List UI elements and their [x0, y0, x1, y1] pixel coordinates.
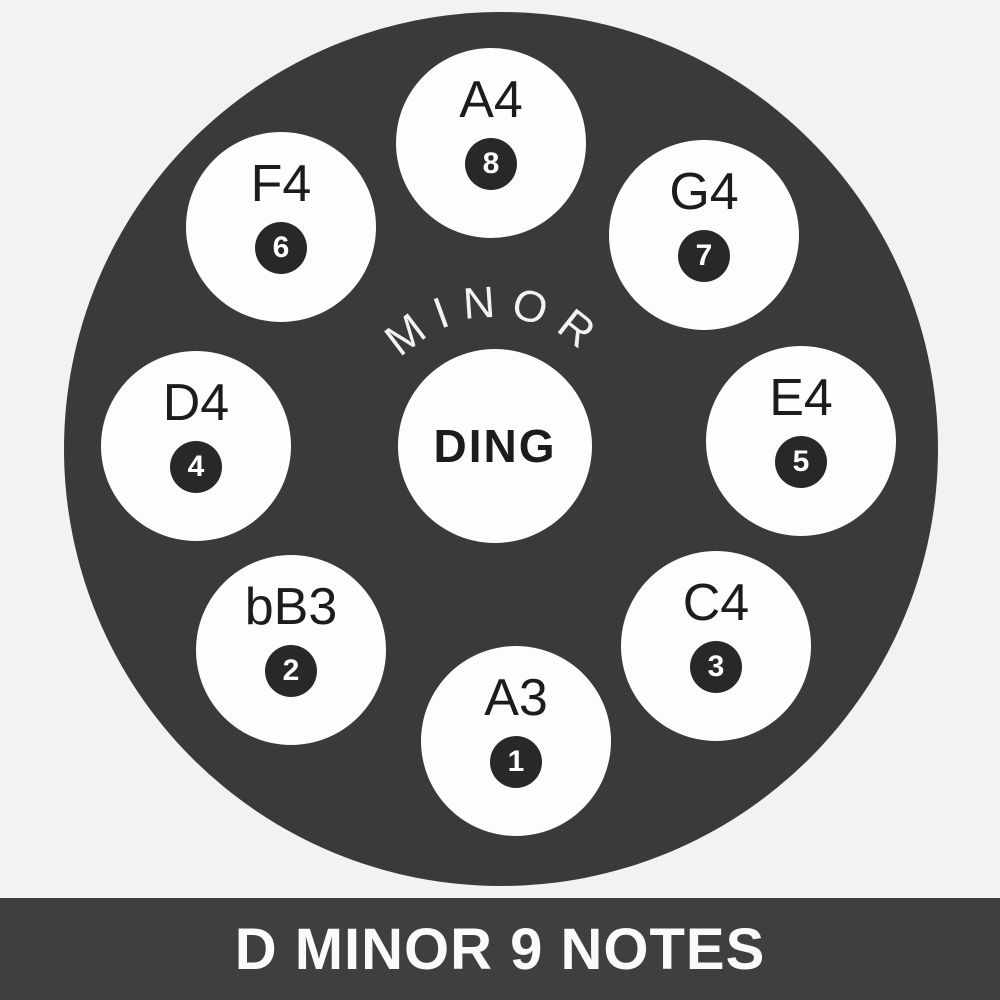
title-label: D MINOR 9 NOTES [234, 916, 766, 982]
note-circle: A4 8 [396, 48, 586, 238]
note-name-label: bB3 [244, 578, 338, 636]
note-circle: G4 7 [609, 140, 799, 330]
note-circle: A3 1 [421, 646, 611, 836]
note-number-badge: 5 [775, 436, 827, 488]
center-ding-circle: DING [398, 349, 592, 543]
note-name-label: D4 [162, 374, 230, 432]
note-number-badge: 2 [265, 645, 317, 697]
ding-label: DING [433, 420, 557, 472]
note-name-label: C4 [682, 574, 750, 632]
note-circle: D4 4 [101, 351, 291, 541]
note-circle: C4 3 [621, 551, 811, 741]
note-name-label: G4 [669, 163, 739, 221]
note-circle: bB3 2 [196, 555, 386, 745]
note-number-badge: 1 [490, 736, 542, 788]
note-number-badge: 4 [170, 441, 222, 493]
note-circle: F4 6 [186, 132, 376, 322]
note-name-label: F4 [250, 155, 312, 213]
note-name-label: E4 [769, 369, 833, 427]
note-number-badge: 3 [690, 641, 742, 693]
title-bar: D MINOR 9 NOTES [0, 898, 1000, 1000]
note-number-badge: 7 [678, 230, 730, 282]
note-name-label: A3 [484, 669, 548, 727]
note-name-label: A4 [459, 71, 523, 129]
note-number-badge: 8 [465, 138, 517, 190]
note-circle: E4 5 [706, 346, 896, 536]
note-number-badge: 6 [255, 222, 307, 274]
